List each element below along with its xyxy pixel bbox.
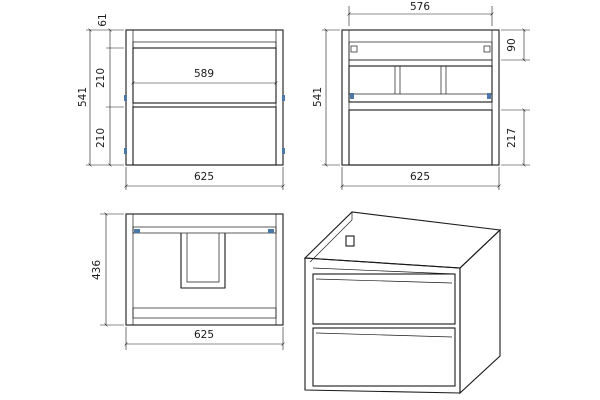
top-outline — [125, 213, 284, 326]
top-cutout — [180, 233, 226, 289]
top-front-rail — [132, 307, 277, 319]
rear-rail — [348, 93, 493, 103]
front-drawer-top-label: 210 — [95, 68, 107, 88]
top-back-rail — [132, 226, 277, 234]
iso-back-edge — [309, 212, 353, 263]
iso-drawer-top — [312, 273, 456, 325]
iso-drawer-bottom-groove — [315, 332, 453, 338]
hinge-mark — [124, 148, 127, 154]
front-height-label: 541 — [77, 87, 89, 107]
iso-bracket — [345, 235, 355, 247]
top-depth-label: 436 — [91, 260, 103, 280]
iso-drawer-bottom — [312, 327, 456, 387]
rear-top-gap-label: 90 — [506, 38, 518, 51]
rear-inner-width-label: 576 — [410, 1, 430, 13]
front-drawer-top — [132, 47, 277, 104]
hinge-mark — [282, 148, 285, 154]
iso-front — [304, 257, 461, 394]
iso-drawer-top-groove — [315, 278, 453, 284]
front-view: 589 625 541 61 210 210 — [77, 13, 285, 190]
rear-bracket — [350, 45, 358, 53]
isometric-view — [303, 211, 502, 395]
front-drawer-bottom — [132, 106, 277, 166]
rear-opening — [348, 65, 493, 103]
rear-width-label: 625 — [410, 171, 430, 183]
top-cutout-inner — [186, 233, 220, 283]
front-width-label: 625 — [194, 171, 214, 183]
top-width-label: 625 — [194, 329, 214, 341]
hinge-mark — [350, 93, 354, 99]
front-top-gap-label: 61 — [97, 13, 109, 26]
rear-top-rail — [348, 41, 493, 61]
rear-hatched-panel — [348, 109, 493, 166]
iso-side — [459, 228, 501, 395]
front-top-rail — [132, 41, 277, 49]
hinge-mark — [487, 93, 491, 99]
top-view: 625 436 — [91, 212, 285, 350]
iso-rail — [312, 267, 456, 275]
hinge-mark — [282, 95, 285, 101]
rear-view: 576 625 541 90 217 — [312, 1, 530, 190]
hinge-mark — [134, 229, 140, 233]
rear-bracket — [483, 45, 491, 53]
rear-outline — [341, 29, 500, 166]
hinge-mark — [124, 95, 127, 101]
rear-shelf — [348, 59, 493, 67]
front-inner-width-label: 589 — [194, 68, 214, 80]
rear-height-label: 541 — [312, 87, 324, 107]
front-outline — [125, 29, 284, 166]
front-drawer-bottom-label: 210 — [95, 128, 107, 148]
hinge-mark — [268, 229, 274, 233]
rear-lower-panel-label: 217 — [506, 128, 518, 148]
